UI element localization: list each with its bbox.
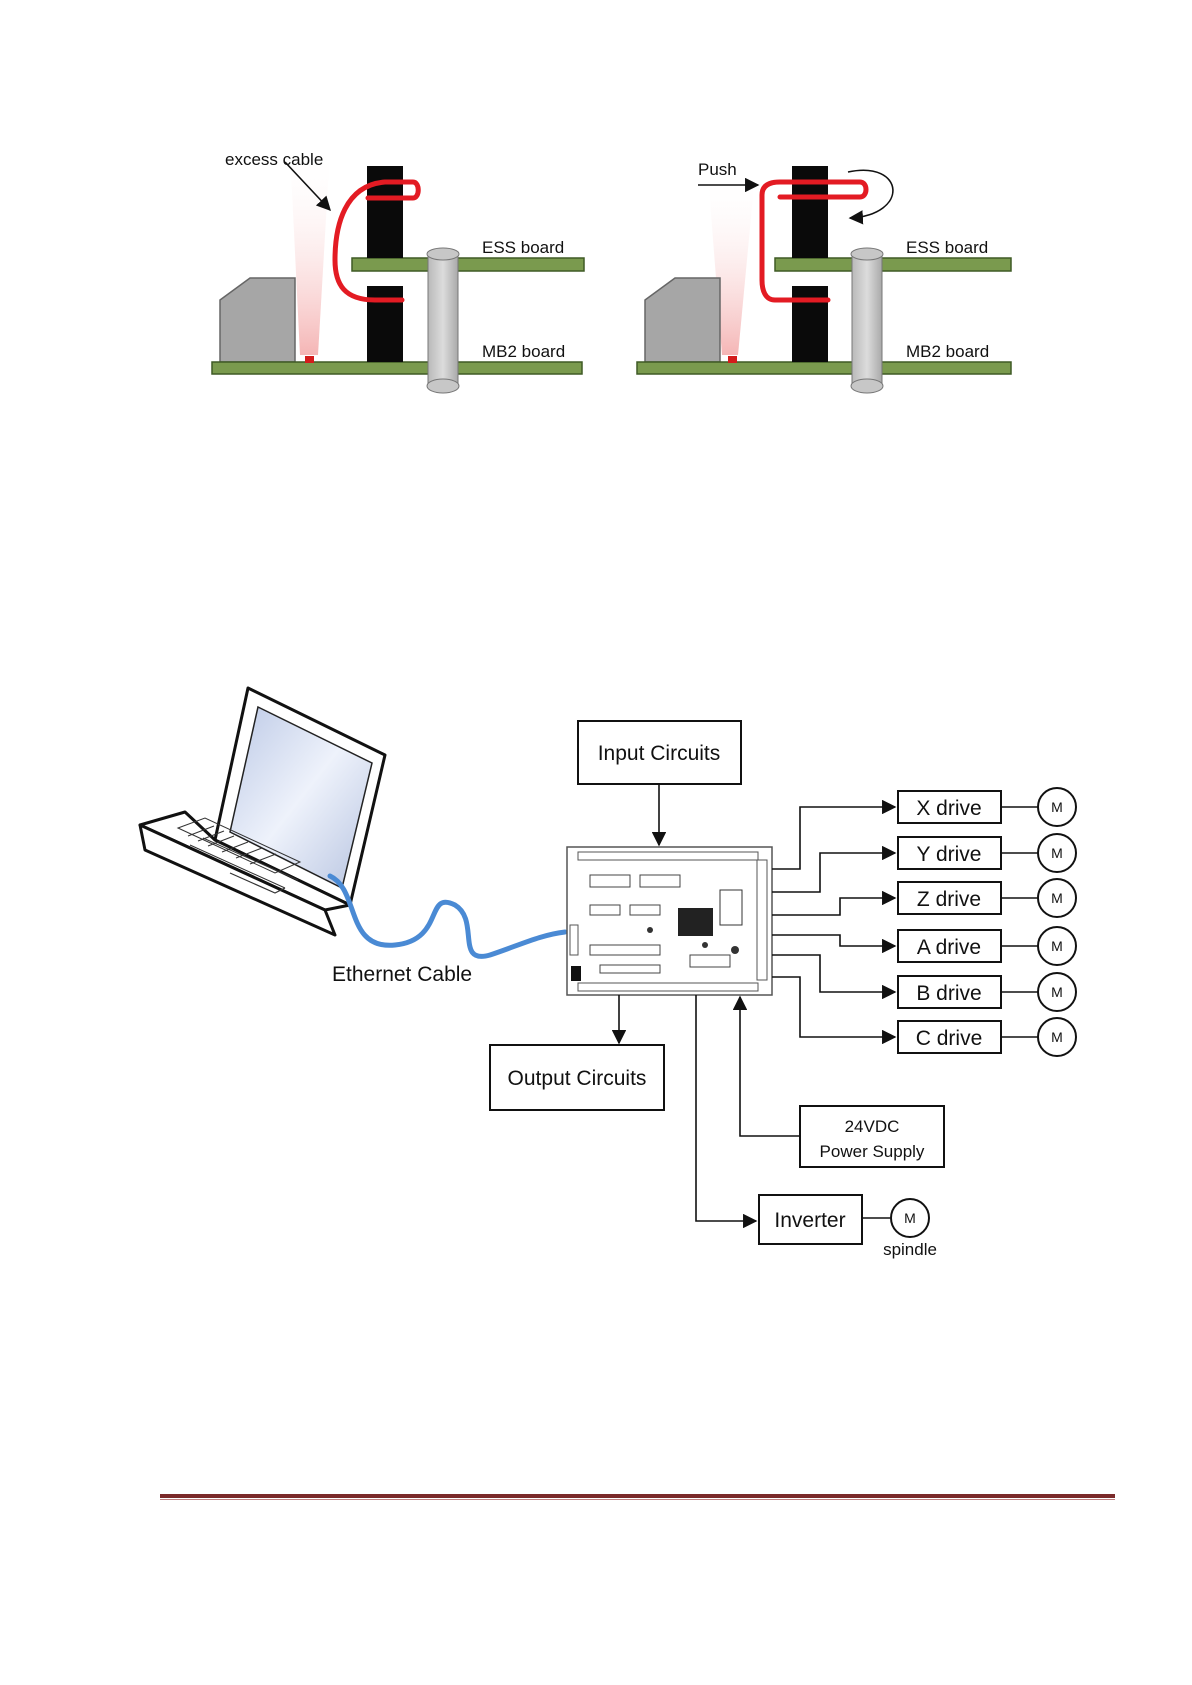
system-wiring-diagram: Ethernet Cable Input Circuits bbox=[140, 688, 1076, 1259]
motor-symbol: M bbox=[1051, 845, 1063, 861]
connector-housing bbox=[645, 278, 720, 362]
ess-board bbox=[352, 258, 584, 271]
led bbox=[305, 356, 314, 363]
label-spindle: spindle bbox=[883, 1240, 937, 1259]
mb2-board bbox=[212, 362, 582, 374]
label-drive-b: B drive bbox=[916, 982, 981, 1005]
label-drive-x: X drive bbox=[916, 797, 981, 820]
light-beam bbox=[290, 150, 330, 355]
spindle-motor-symbol: M bbox=[904, 1210, 916, 1226]
label-input-circuits: Input Circuits bbox=[598, 742, 721, 765]
cable-routing-left-panel: excess cable ESS board MB2 board bbox=[212, 150, 584, 393]
label-power-supply: Power Supply bbox=[820, 1142, 925, 1161]
label-output-circuits: Output Circuits bbox=[508, 1067, 647, 1090]
fold-arrow bbox=[848, 170, 893, 218]
annotation-excess-cable: excess cable bbox=[225, 150, 323, 169]
label-drive-y: Y drive bbox=[917, 843, 982, 866]
motor-symbol: M bbox=[1051, 1029, 1063, 1045]
header-lower bbox=[367, 286, 403, 362]
controller-board-icon bbox=[567, 847, 772, 995]
standoff bbox=[852, 256, 882, 386]
label-inverter: Inverter bbox=[774, 1209, 845, 1232]
label-ess-board: ESS board bbox=[906, 238, 988, 257]
ess-board bbox=[775, 258, 1011, 271]
label-drive-z: Z drive bbox=[917, 888, 981, 911]
screw-top bbox=[427, 248, 459, 260]
label-power-supply-voltage: 24VDC bbox=[845, 1117, 900, 1136]
label-drive-a: A drive bbox=[917, 936, 981, 959]
annotation-push: Push bbox=[698, 160, 737, 179]
footer-rule bbox=[160, 1494, 1115, 1498]
drive-row: Z drive M bbox=[772, 879, 1076, 917]
label-drive-c: C drive bbox=[916, 1027, 983, 1050]
standoff bbox=[428, 256, 458, 386]
motor-symbol: M bbox=[1051, 938, 1063, 954]
footer-rule-shadow bbox=[160, 1499, 1115, 1500]
label-mb2-board: MB2 board bbox=[906, 342, 989, 361]
cable-routing-right-panel: Push ESS board MB2 board bbox=[637, 160, 1011, 393]
ethernet-cable bbox=[330, 876, 565, 956]
connector-housing bbox=[220, 278, 295, 362]
label-mb2-board: MB2 board bbox=[482, 342, 565, 361]
motor-symbol: M bbox=[1051, 890, 1063, 906]
drive-row: B drive M bbox=[772, 955, 1076, 1011]
motor-symbol: M bbox=[1051, 984, 1063, 1000]
mb2-board bbox=[637, 362, 1011, 374]
inverter-arrow bbox=[696, 995, 756, 1221]
drive-row: A drive M bbox=[772, 927, 1076, 965]
motor-symbol: M bbox=[1051, 799, 1063, 815]
power-arrow bbox=[740, 997, 800, 1136]
label-ethernet-cable: Ethernet Cable bbox=[332, 963, 472, 986]
label-ess-board: ESS board bbox=[482, 238, 564, 257]
screw-bottom bbox=[427, 379, 459, 393]
screw-bottom bbox=[851, 379, 883, 393]
screw-top bbox=[851, 248, 883, 260]
led bbox=[728, 356, 737, 363]
header-lower bbox=[792, 286, 828, 362]
